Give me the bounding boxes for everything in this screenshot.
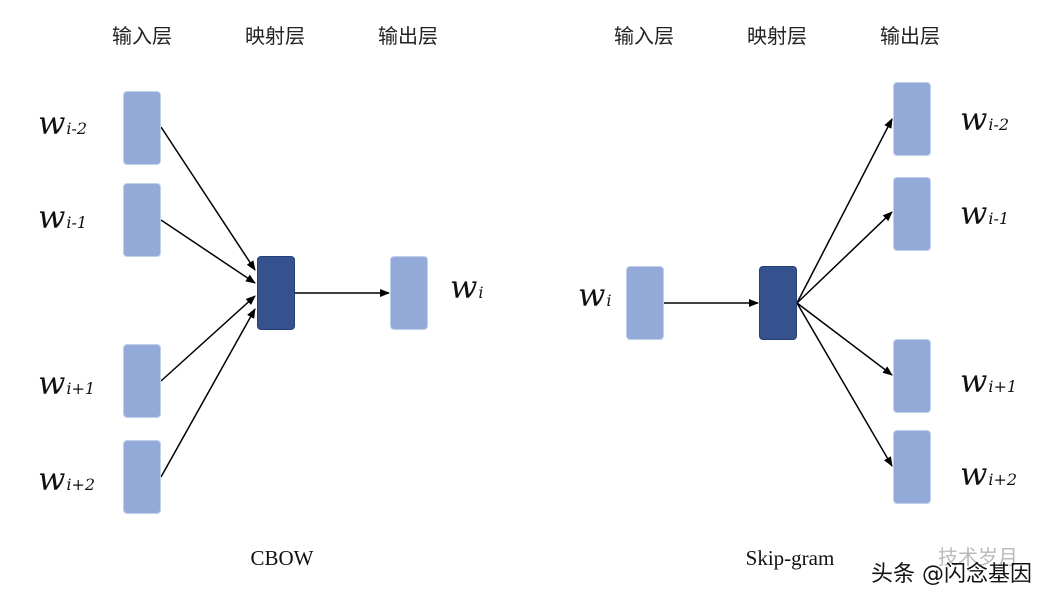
skipgram-header-projection: 映射层 <box>747 24 807 48</box>
word-subscript: i+1 <box>66 379 96 398</box>
watermark-ghost-text: 技术岁月 <box>938 545 1018 569</box>
skipgram-output-label-2: wi-1 <box>960 194 1009 232</box>
skipgram-output-label-1: wi-2 <box>960 100 1009 138</box>
cbow-output-vector <box>390 256 428 330</box>
watermark-text: 头条 @闪念基因 <box>871 562 1032 587</box>
word-symbol: w <box>578 276 606 314</box>
cbow-output-label: wi <box>450 268 484 306</box>
word-symbol: w <box>38 364 66 402</box>
word-subscript: i-1 <box>988 209 1010 228</box>
cbow-input-label-4: wi+2 <box>38 460 95 498</box>
cbow-header-output: 输出层 <box>378 24 438 48</box>
word-subscript: i <box>478 283 484 302</box>
skipgram-input-label: wi <box>578 276 612 314</box>
word-subscript: i+1 <box>988 377 1018 396</box>
word-symbol: w <box>38 460 66 498</box>
cbow-arrow-input-4 <box>160 308 256 478</box>
word-symbol: w <box>960 100 988 138</box>
cbow-arrow-input-3 <box>160 295 256 382</box>
word-symbol: w <box>450 268 478 306</box>
word-symbol: w <box>38 104 66 142</box>
cbow-input-label-2: wi-1 <box>38 198 87 236</box>
cbow-arrow-input-2 <box>160 219 256 284</box>
skipgram-arrow-output-4 <box>796 302 893 467</box>
cbow-input-vector-3 <box>123 344 161 418</box>
skipgram-arrow-output-3 <box>796 302 893 376</box>
cbow-input-label-3: wi+1 <box>38 364 95 402</box>
skipgram-arrow-output-1 <box>796 118 893 304</box>
skipgram-arrow-output-2 <box>796 211 893 304</box>
word-subscript: i+2 <box>66 475 96 494</box>
cbow-input-vector-1 <box>123 91 161 165</box>
cbow-input-vector-2 <box>123 183 161 257</box>
cbow-header-projection: 映射层 <box>245 24 305 48</box>
cbow-arrow-input-1 <box>160 126 256 271</box>
skipgram-header-output: 输出层 <box>880 24 940 48</box>
skipgram-projection-vector <box>759 266 797 340</box>
cbow-projection-vector <box>257 256 295 330</box>
skipgram-output-vector-3 <box>893 339 931 413</box>
word-symbol: w <box>38 198 66 236</box>
cbow-caption: CBOW <box>250 546 314 570</box>
cbow-input-vector-4 <box>123 440 161 514</box>
skipgram-output-vector-1 <box>893 82 931 156</box>
cbow-header-input: 输入层 <box>112 24 172 48</box>
word-symbol: w <box>960 455 988 493</box>
skipgram-output-vector-2 <box>893 177 931 251</box>
word-subscript: i-2 <box>988 115 1010 134</box>
word-symbol: w <box>960 194 988 232</box>
skipgram-input-vector <box>626 266 664 340</box>
word-subscript: i+2 <box>988 470 1018 489</box>
word-subscript: i-1 <box>66 213 88 232</box>
word-subscript: i-2 <box>66 119 88 138</box>
skipgram-output-vector-4 <box>893 430 931 504</box>
cbow-input-label-1: wi-2 <box>38 104 87 142</box>
skipgram-output-label-3: wi+1 <box>960 362 1017 400</box>
skipgram-header-input: 输入层 <box>614 24 674 48</box>
word-subscript: i <box>606 291 612 310</box>
word-symbol: w <box>960 362 988 400</box>
skipgram-caption: Skip-gram <box>745 546 835 570</box>
skipgram-output-label-4: wi+2 <box>960 455 1017 493</box>
